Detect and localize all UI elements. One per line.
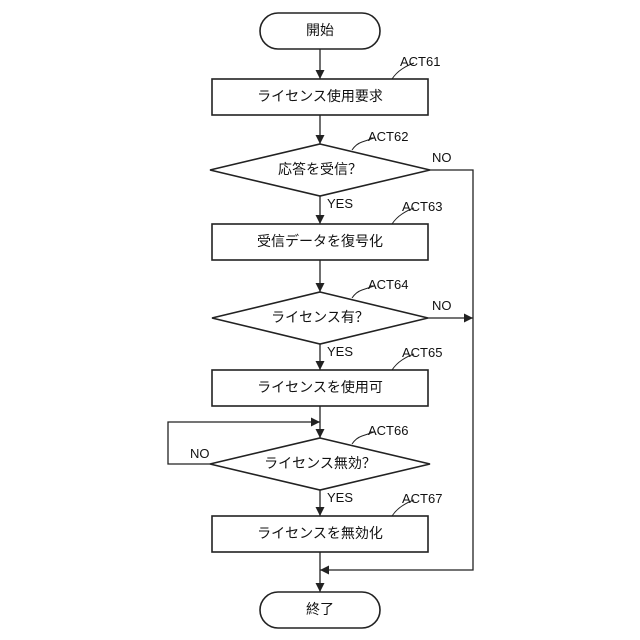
node-end-label: 終了 bbox=[306, 602, 334, 618]
edge-label-act66-yes: YES bbox=[327, 490, 353, 505]
node-act65-label: ライセンスを使用可 bbox=[257, 379, 383, 396]
edge-label-act64-yes: YES bbox=[327, 344, 353, 359]
edge-label-act62-no: NO bbox=[432, 150, 452, 165]
node-act63-label: 受信データを復号化 bbox=[257, 233, 383, 250]
edge-label-act66-no: NO bbox=[190, 446, 210, 461]
node-start-label: 開始 bbox=[306, 23, 334, 39]
step-label-act66: ACT66 bbox=[368, 423, 408, 438]
node-start: 開始 bbox=[260, 13, 380, 49]
node-act61-label: ライセンス使用要求 bbox=[257, 88, 383, 105]
step-label-act63: ACT63 bbox=[402, 199, 442, 214]
node-act61: ライセンス使用要求 bbox=[212, 79, 428, 115]
node-act67: ライセンスを無効化 bbox=[212, 516, 428, 552]
edge-label-act64-no: NO bbox=[432, 298, 452, 313]
step-label-act64: ACT64 bbox=[368, 277, 408, 292]
node-act64-label: ライセンス有？ bbox=[271, 310, 369, 326]
edge-label-act62-yes: YES bbox=[327, 196, 353, 211]
node-act62: 応答を受信？ bbox=[210, 144, 430, 196]
node-end: 終了 bbox=[260, 592, 380, 628]
step-label-act65: ACT65 bbox=[402, 345, 442, 360]
step-label-act61: ACT61 bbox=[400, 54, 440, 69]
node-act63: 受信データを復号化 bbox=[212, 224, 428, 260]
node-act66: ライセンス無効？ bbox=[210, 438, 430, 490]
step-label-act67: ACT67 bbox=[402, 491, 442, 506]
node-act67-label: ライセンスを無効化 bbox=[257, 526, 383, 542]
node-act66-label: ライセンス無効？ bbox=[264, 456, 376, 472]
step-label-act62: ACT62 bbox=[368, 129, 408, 144]
node-act64: ライセンス有？ bbox=[212, 292, 428, 344]
node-act65: ライセンスを使用可 bbox=[212, 370, 428, 406]
node-act62-label: 応答を受信？ bbox=[278, 161, 362, 178]
